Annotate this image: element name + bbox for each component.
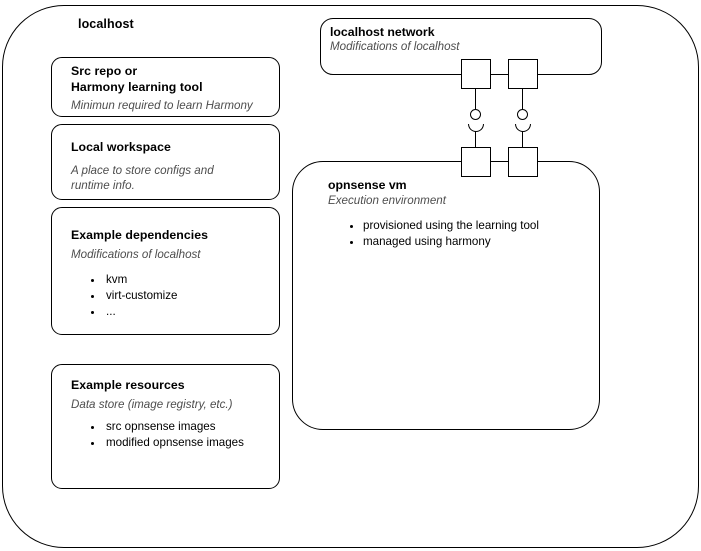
src-repo-card[interactable] xyxy=(51,57,280,117)
opnsense-vm-title: opnsense vm xyxy=(328,178,407,192)
localhost-network-subtitle: Modifications of localhost xyxy=(330,40,460,53)
example-dependencies-list: kvmvirt-customize... xyxy=(86,272,178,320)
opnsense-vm-subtitle: Execution environment xyxy=(328,194,446,207)
list-item: kvm xyxy=(104,272,178,288)
list-item: virt-customize xyxy=(104,288,178,304)
vm-port-right[interactable] xyxy=(508,147,538,177)
network-port-left[interactable] xyxy=(461,59,491,89)
src-repo-card-title: Src repo or Harmony learning tool xyxy=(71,64,203,94)
list-item: provisioned using the learning tool xyxy=(363,218,539,234)
example-resources-card-subtitle: Data store (image registry, etc.) xyxy=(71,398,233,411)
connector-left-lower-line xyxy=(475,131,476,148)
example-dependencies-card[interactable] xyxy=(51,207,280,335)
localhost-title: localhost xyxy=(78,17,134,31)
local-workspace-card[interactable] xyxy=(51,124,280,200)
connector-left-upper-line xyxy=(475,89,476,109)
opnsense-vm-list: provisioned using the learning toolmanag… xyxy=(345,218,539,250)
example-resources-card[interactable] xyxy=(51,364,280,489)
connector-right-lower-line xyxy=(522,131,523,148)
opnsense-vm-container[interactable] xyxy=(292,161,600,430)
list-item: ... xyxy=(104,304,178,320)
list-item: managed using harmony xyxy=(363,234,539,250)
local-workspace-card-title: Local workspace xyxy=(71,140,171,154)
localhost-network-title: localhost network xyxy=(330,25,435,39)
example-dependencies-card-subtitle: Modifications of localhost xyxy=(71,248,201,261)
list-item: modified opnsense images xyxy=(104,435,244,451)
src-repo-card-subtitle: Minimun required to learn Harmony xyxy=(71,99,253,112)
network-port-right[interactable] xyxy=(508,59,538,89)
vm-port-left[interactable] xyxy=(461,147,491,177)
example-resources-list: src opnsense imagesmodified opnsense ima… xyxy=(86,419,244,451)
local-workspace-card-subtitle: A place to store configs and runtime inf… xyxy=(71,164,214,192)
connector-left-ball-icon xyxy=(470,109,481,120)
connector-right-upper-line xyxy=(522,89,523,109)
example-dependencies-card-title: Example dependencies xyxy=(71,228,209,242)
example-resources-card-title: Example resources xyxy=(71,378,185,392)
list-item: src opnsense images xyxy=(104,419,244,435)
connector-right-ball-icon xyxy=(517,109,528,120)
